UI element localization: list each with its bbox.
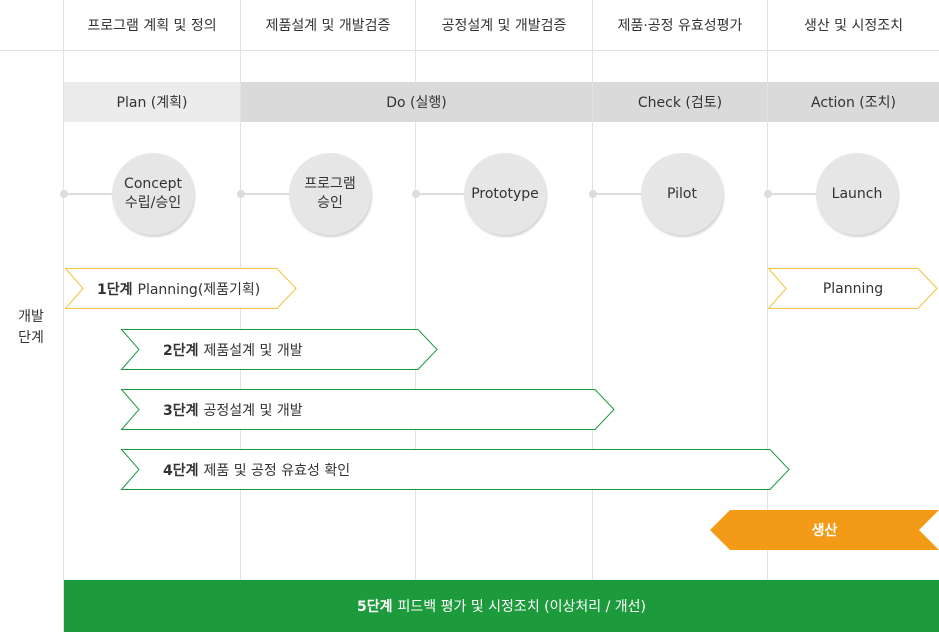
connector-dot (764, 190, 772, 198)
production-arrow: 생산 (710, 510, 939, 550)
milestone-prototype: Prototype (464, 153, 546, 235)
stage-2-title: 제품설계 및 개발 (203, 342, 303, 359)
milestone-connector (768, 193, 828, 195)
stage-1-number: 1단계 (97, 281, 133, 298)
connector-dot (237, 190, 245, 198)
header-divider (0, 50, 939, 51)
stage-1-arrow-shape (64, 268, 297, 309)
stage-5-number: 5단계 (357, 599, 393, 615)
column-divider (63, 0, 64, 632)
action-planning-arrow-shape (767, 268, 938, 309)
stage-2-arrow-shape (120, 329, 438, 370)
pdca-check: Check (검토) (593, 82, 767, 122)
stage-3-arrow-shape (120, 389, 615, 430)
connector-dot (412, 190, 420, 198)
milestone-prototype-label: Prototype (471, 185, 539, 202)
phase-header-3: 공정설계 및 개발검증 (441, 18, 567, 34)
stage-4-title: 제품 및 공정 유효성 확인 (203, 462, 351, 479)
stage-1-title: Planning(제품기획) (137, 281, 261, 298)
phase-header-5: 생산 및 시정조치 (803, 18, 904, 34)
column-divider (415, 0, 416, 580)
stage-2-number: 2단계 (163, 342, 199, 359)
phase-header-2: 제품설계 및 개발검증 (265, 18, 391, 34)
milestone-connector (416, 193, 476, 195)
phase-header-1: 프로그램 계획 및 정의 (87, 18, 217, 34)
milestone-launch-label: Launch (831, 185, 883, 202)
pdca-plan: Plan (계획) (64, 82, 240, 122)
pdca-do: Do (실행) (241, 82, 592, 122)
milestone-program-line2: 승인 (317, 195, 343, 211)
stage-4-number: 4단계 (163, 462, 199, 479)
milestone-pilot: Pilot (641, 153, 723, 235)
development-stage-label: 개발 단계 (0, 307, 62, 349)
stage-3-number: 3단계 (163, 402, 199, 419)
production-label: 생산 (811, 523, 838, 539)
milestone-concept: Concept 수립/승인 (112, 153, 194, 235)
action-planning-label: Planning (822, 280, 884, 297)
stage-3-title: 공정설계 및 개발 (203, 402, 303, 419)
production-arrow-shape (710, 510, 939, 550)
milestone-connector (593, 193, 653, 195)
milestone-concept-line2: 수립/승인 (124, 195, 182, 211)
milestone-connector (64, 193, 124, 195)
side-label-line2: 단계 (18, 330, 44, 346)
stage-4-arrow-shape (120, 449, 790, 490)
milestone-concept-line1: Concept (124, 176, 182, 192)
column-divider (767, 0, 768, 580)
connector-dot (589, 190, 597, 198)
milestone-launch: Launch (816, 153, 898, 235)
column-divider (592, 0, 593, 580)
connector-dot (60, 190, 68, 198)
stage-5-title: 피드백 평가 및 시정조치 (이상처리 / 개선) (397, 599, 646, 615)
side-label-line1: 개발 (18, 309, 44, 325)
milestone-pilot-label: Pilot (667, 185, 697, 202)
action-planning-arrow: Planning (767, 268, 938, 309)
milestone-connector (241, 193, 301, 195)
pdca-action: Action (조치) (768, 82, 939, 122)
phase-header-4: 제품·공정 유효성평가 (617, 18, 743, 34)
milestone-program-line1: 프로그램 (304, 176, 356, 192)
